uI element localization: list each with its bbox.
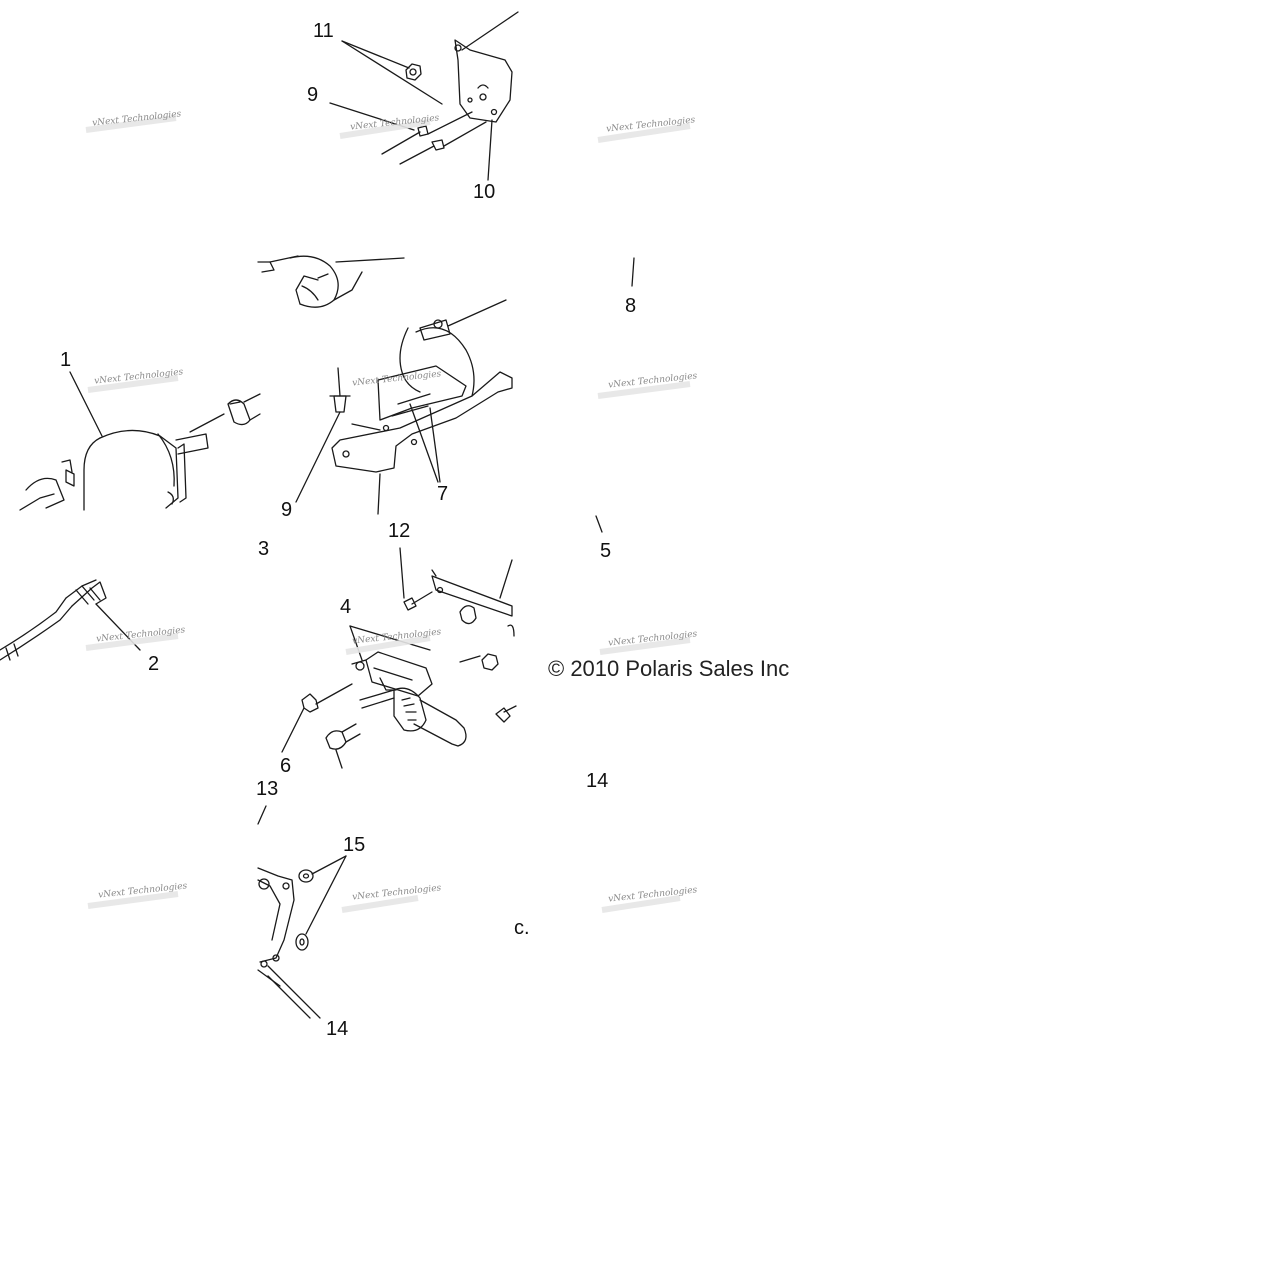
callout-2: 2 bbox=[148, 653, 160, 675]
stray-fragment-c: c. bbox=[514, 917, 530, 939]
callout-13: 13 bbox=[256, 778, 279, 800]
panel-center-drive-assembly bbox=[281, 547, 517, 769]
panel-mid-starter-bracket bbox=[257, 255, 635, 533]
callout-10: 10 bbox=[473, 181, 496, 203]
callout-1: 1 bbox=[60, 349, 72, 371]
panel-left-starter-motor bbox=[19, 371, 261, 511]
callout-14-bottom: 14 bbox=[326, 1018, 349, 1040]
callout-8: 8 bbox=[625, 295, 637, 317]
callout-9-top: 9 bbox=[307, 84, 319, 106]
panel-top-bracket bbox=[329, 11, 519, 181]
callout-14-right: 14 bbox=[586, 770, 609, 792]
callout-3: 3 bbox=[258, 538, 270, 560]
watermark-ghost-marks bbox=[85, 115, 691, 913]
callout-15: 15 bbox=[343, 834, 366, 856]
callout-9-mid: 9 bbox=[281, 499, 293, 521]
callout-6: 6 bbox=[280, 755, 292, 777]
nut-11 bbox=[405, 63, 422, 81]
panel-left-cable bbox=[0, 579, 141, 661]
callout-4: 4 bbox=[340, 596, 352, 618]
callout-7: 7 bbox=[437, 483, 449, 505]
callout-5: 5 bbox=[600, 540, 612, 562]
copyright-notice: © 2010 Polaris Sales Inc bbox=[548, 656, 790, 681]
callout-11: 11 bbox=[313, 20, 334, 42]
panel-lower-mount-plate bbox=[257, 805, 347, 1019]
callout-12: 12 bbox=[388, 520, 411, 542]
